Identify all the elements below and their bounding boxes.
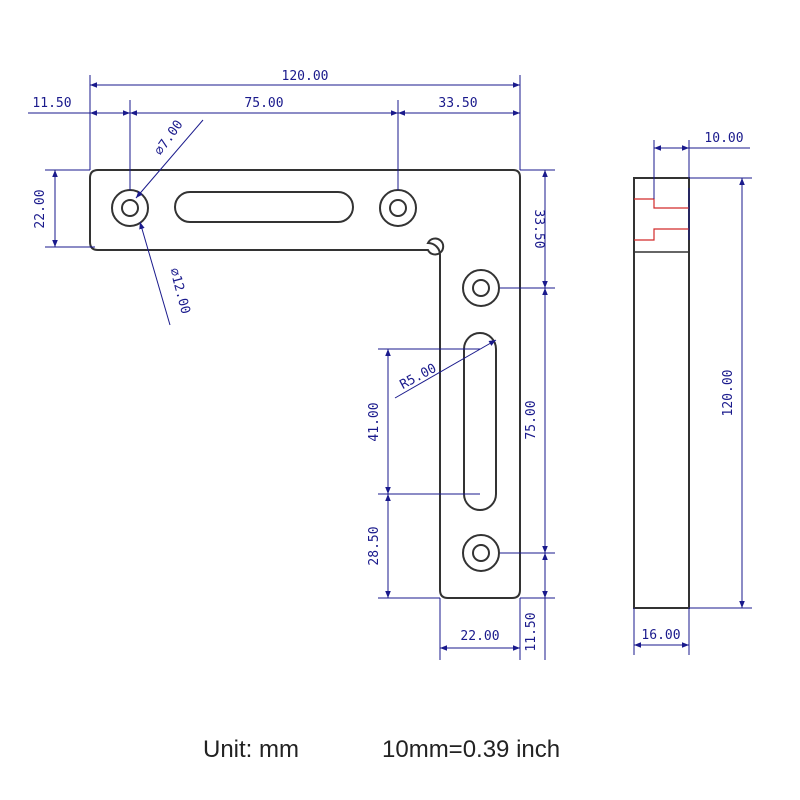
dim-right-offset-top: 33.50 [438,96,477,111]
dim-right-upper-offset: 33.50 [531,209,546,248]
hole-top-right-inner [389,199,407,217]
dim-hole-spacing-vertical: 75.00 [524,400,539,439]
slot-horizontal [174,191,354,223]
caption-conversion: 10mm=0.39 inch [382,736,560,763]
dim-side-width: 16.00 [641,628,680,643]
dim-overall-width: 120.00 [282,69,329,84]
dim-arm-height: 22.00 [33,189,48,228]
dim-hole-spacing-top: 75.00 [244,96,283,111]
dim-small-hole-dia: ⌀7.00 [152,118,187,159]
bracket-outline [89,169,521,599]
side-view-body [633,177,690,609]
hole-right-lower-inner [472,544,490,562]
hole-right-upper-inner [472,279,490,297]
dim-arm-width-bottom: 22.00 [460,629,499,644]
dim-side-thickness-top: 10.00 [704,131,743,146]
caption-unit: Unit: mm [203,736,299,763]
dim-large-hole-dia: ⌀12.00 [166,266,193,315]
dim-bottom-offset: 28.50 [367,526,382,565]
slot-vertical [463,332,497,511]
dim-side-height: 120.00 [721,370,736,417]
dim-slot-length: 41.00 [367,402,382,441]
dim-slot-radius: R5.00 [398,361,440,393]
dim-left-offset: 11.50 [32,96,71,111]
hole-top-left-inner [121,199,139,217]
dim-bottom-right-offset: 11.50 [524,612,539,651]
side-view-section [634,198,689,241]
